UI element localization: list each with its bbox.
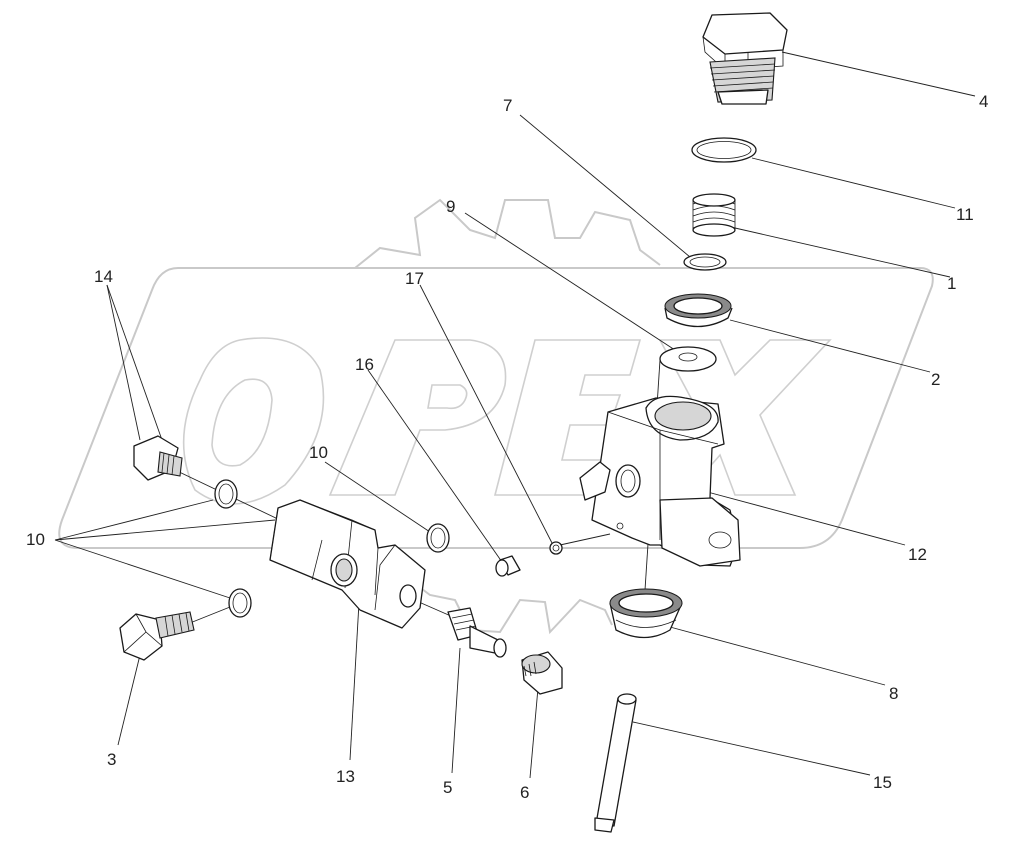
part-7-ring [683, 253, 727, 271]
watermark-badge-outline [58, 267, 934, 549]
leader-7 [519, 114, 691, 258]
part-2-seal-cup [664, 293, 733, 328]
leader-11 [751, 157, 956, 209]
callout-13: 13 [336, 767, 355, 786]
leader-axis3 [184, 604, 236, 626]
leader-12 [699, 489, 906, 546]
callout-6: 6 [520, 783, 529, 802]
leader-16 [367, 369, 503, 563]
leader-2 [729, 319, 931, 373]
callout-labels: 1 2 3 4 5 6 7 8 9 10 10 11 12 13 14 15 1… [26, 92, 988, 802]
part-11-o-ring [691, 137, 757, 163]
callout-16: 16 [355, 355, 374, 374]
leader-3 [117, 654, 141, 746]
leader-4 [781, 51, 976, 97]
callout-14: 14 [94, 267, 113, 286]
part-1-spring [692, 193, 736, 237]
part-17-small-washer [549, 541, 563, 555]
part-16-screw [495, 555, 521, 577]
leader-14b [106, 284, 163, 441]
watermark-gear-outline [354, 198, 661, 635]
part-4-hex-plug [702, 12, 788, 105]
callout-1: 1 [947, 274, 956, 293]
part-6-cap [521, 651, 563, 695]
leader-5 [451, 647, 461, 774]
part-8-bushing [609, 588, 683, 639]
leader-axis4 [559, 533, 611, 546]
leader-15 [632, 721, 871, 776]
callout-7: 7 [503, 96, 512, 115]
part-14-bolt [133, 435, 183, 481]
callout-2: 2 [931, 370, 940, 389]
part-13-block [269, 499, 426, 629]
leader-8 [669, 626, 886, 686]
leader-13 [349, 584, 361, 761]
callout-9: 9 [446, 197, 455, 216]
callout-3: 3 [107, 750, 116, 769]
part-15-pin [594, 693, 637, 833]
part-5-fitting [447, 607, 507, 658]
callout-10-b: 10 [26, 530, 45, 549]
leader-9 [464, 212, 679, 353]
callout-17: 17 [405, 269, 424, 288]
leader-10b [54, 539, 231, 599]
callout-12: 12 [908, 545, 927, 564]
callout-4: 4 [979, 92, 988, 111]
callout-8: 8 [889, 684, 898, 703]
callout-15: 15 [873, 773, 892, 792]
watermark-text-opex [182, 337, 832, 505]
leader-10a [54, 499, 214, 541]
leader-6 [529, 687, 539, 779]
callout-10-a: 10 [309, 443, 328, 462]
part-3-bolt [119, 611, 195, 661]
leader-10-top [324, 461, 431, 533]
part-12-housing [579, 395, 741, 567]
part-9-washer [659, 346, 717, 372]
leader-17 [419, 284, 553, 544]
leader-1 [734, 227, 951, 278]
callout-5: 5 [443, 778, 452, 797]
part-10-washers [214, 479, 450, 618]
leader-10c [54, 519, 276, 541]
callout-11: 11 [956, 205, 974, 224]
leader-14a [106, 284, 141, 441]
